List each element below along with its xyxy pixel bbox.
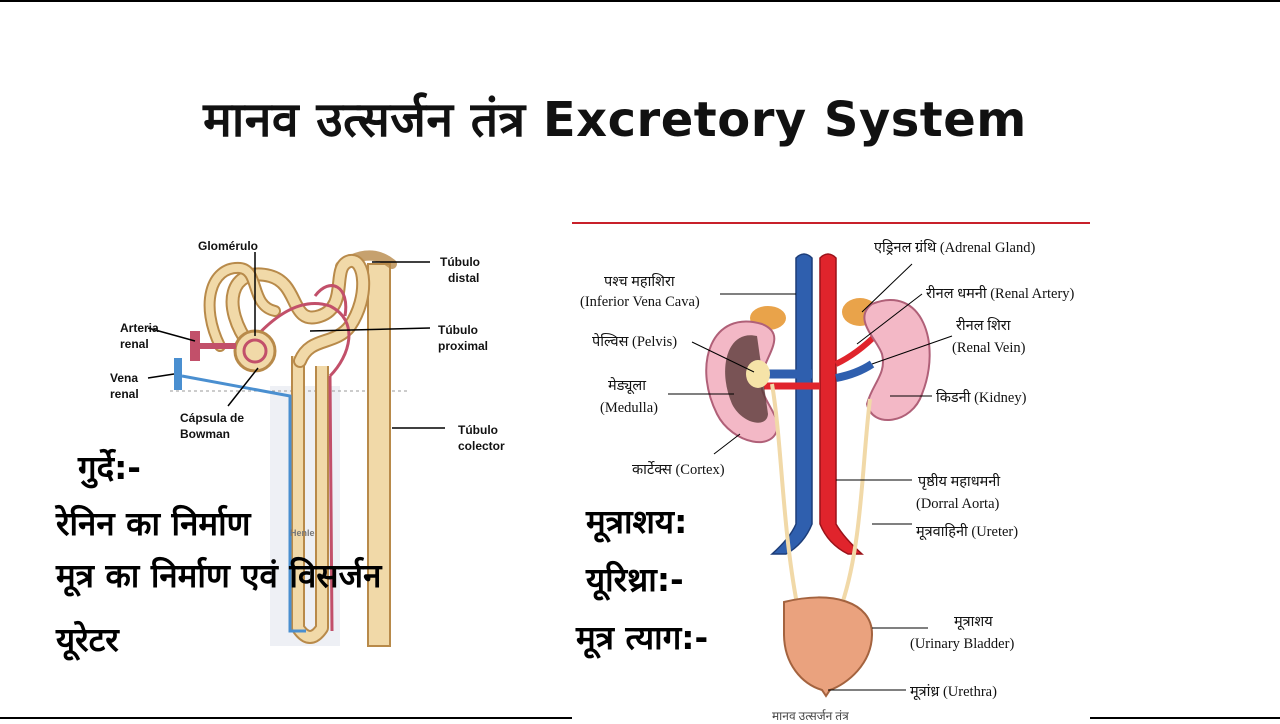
label-urethra: मूत्रांध्र (Urethra) [910, 683, 997, 700]
top-border [0, 0, 1280, 2]
note-bladder-heading: मूत्राशय: [586, 502, 688, 541]
label-cortex: कार्टेक्स (Cortex) [632, 461, 725, 478]
label-proximal-2: proximal [438, 339, 488, 353]
excretory-svg: एड्रिनल ग्रंथि (Adrenal Gland) पश्च महाश… [580, 239, 1075, 723]
label-vena-1: Vena [110, 371, 138, 385]
label-renal-artery: रीनल धमनी (Renal Artery) [926, 285, 1075, 302]
left-ureter [770, 383, 799, 605]
label-pelvis: पेल्विस (Pelvis) [592, 333, 677, 350]
label-arteria-2: renal [120, 337, 149, 351]
label-aorta-1: पृष्ठीय महाधमनी [918, 473, 1000, 490]
venule [181, 374, 306, 633]
collecting-duct [367, 263, 391, 647]
kidney-medulla [725, 335, 768, 423]
label-renal-vein-1: रीनल शिरा [956, 317, 1011, 334]
leader-vena [147, 373, 175, 379]
nephron-svg: Glomérulo Túbulo distal Arteria renal Tú… [110, 239, 505, 647]
glomerulus [242, 338, 268, 364]
kidney-pelvis [746, 360, 770, 388]
urinary-bladder [783, 596, 874, 698]
excretory-system-diagram: एड्रिनल ग्रंथि (Adrenal Gland) पश्च महाश… [572, 222, 1090, 723]
label-glomerulo: Glomérulo [198, 239, 258, 253]
label-distal-2: distal [448, 271, 479, 285]
leader-renal-artery [856, 293, 923, 345]
page-title: मानव उत्सर्जन तंत्र Excretory System [203, 92, 1027, 148]
right-kidney [863, 299, 931, 421]
loop-of-henle [293, 356, 327, 642]
peritubular-capillaries [238, 284, 351, 632]
diagram-caption: मानव उत्सर्जन तंत्र [772, 709, 849, 720]
label-aorta-2: (Dorral Aorta) [916, 496, 1000, 512]
leader-adrenal [861, 263, 913, 313]
label-bladder-2: (Urinary Bladder) [910, 636, 1014, 652]
note-urethra-heading: यूरिथ्रा:- [586, 560, 684, 599]
note-kidney-heading: गुर्दे:- [78, 448, 141, 487]
note-renin: रेनिन का निर्माण [56, 504, 251, 543]
note-urine-formation: मूत्र का निर्माण एवं विसर्जन [56, 556, 382, 595]
dorsal-aorta [819, 253, 864, 555]
nephron-diagram: Glomérulo Túbulo distal Arteria renal Tú… [100, 236, 520, 656]
right-ureter [840, 398, 872, 605]
distal-tubule [205, 264, 279, 350]
label-proximal-1: Túbulo [438, 323, 478, 337]
label-henle: Henle [290, 528, 315, 538]
leader-proximal [309, 327, 431, 332]
renal-vein-vessel [174, 358, 182, 390]
leader-arteria [147, 327, 196, 342]
label-medulla-1: मेड्यूला [608, 377, 646, 394]
leader-capsula [227, 367, 259, 407]
label-medulla-2: (Medulla) [600, 400, 658, 416]
leader-pelvis [691, 341, 755, 373]
bowman-capsule [233, 329, 277, 373]
leader-cortex [713, 433, 741, 455]
label-renal-vein-2: (Renal Vein) [952, 340, 1026, 356]
label-bladder-1: मूत्राशय [954, 614, 993, 630]
label-colector-2: colector [458, 439, 505, 453]
label-capsula-2: Bowman [180, 427, 230, 441]
right-renal-artery [834, 331, 880, 367]
note-ureter: यूरेटर [56, 620, 119, 659]
label-vena-2: renal [110, 387, 139, 401]
note-urination-heading: मूत्र त्याग:- [576, 618, 709, 657]
label-ivc-2: (Inferior Vena Cava) [580, 294, 700, 310]
label-ureter: मूत्रवाहिनी (Ureter) [916, 523, 1018, 540]
leader-renal-vein [871, 335, 953, 365]
label-capsula-1: Cápsula de [180, 411, 244, 425]
label-colector-1: Túbulo [458, 423, 498, 437]
label-arteria-1: Arteria [120, 321, 159, 335]
inferior-vena-cava [770, 253, 813, 555]
renal-artery-vessel [190, 331, 200, 361]
label-adrenal: एड्रिनल ग्रंथि (Adrenal Gland) [874, 239, 1035, 256]
label-distal-1: Túbulo [440, 255, 480, 269]
right-renal-vein [835, 360, 875, 382]
label-ivc-1: पश्च महाशिरा [604, 273, 675, 290]
label-kidney: किडनी (Kidney) [936, 389, 1027, 406]
